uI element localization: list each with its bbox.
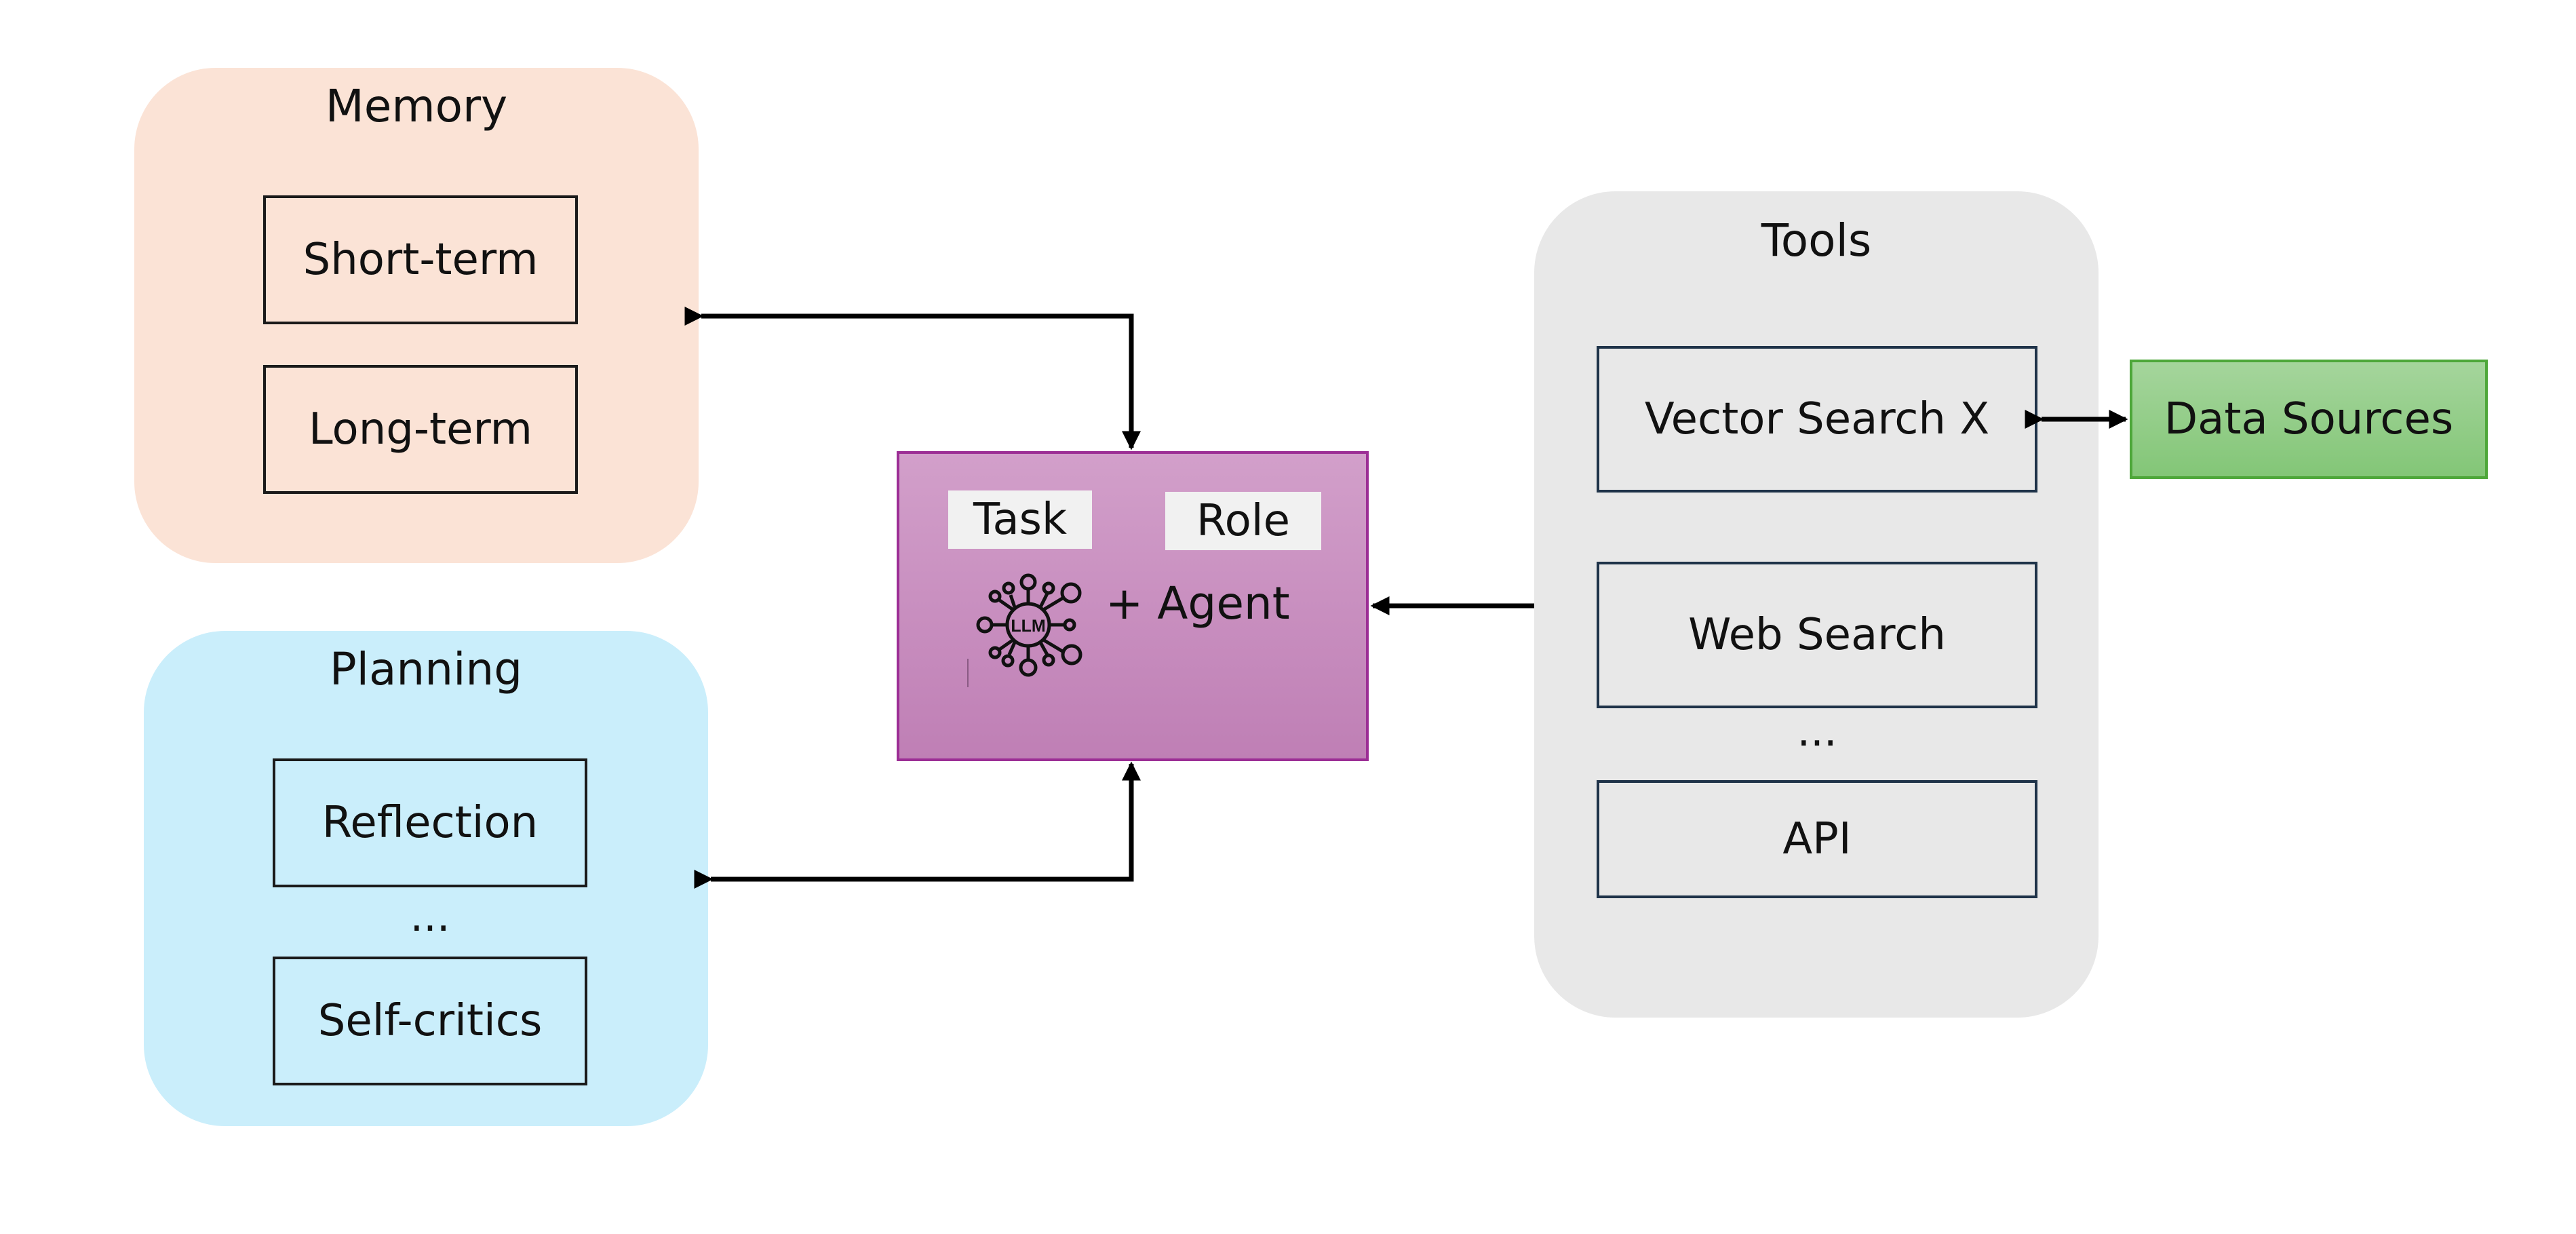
llm-label: LLM xyxy=(1011,617,1045,636)
agent-memory-connector xyxy=(684,307,1141,450)
self-critics-box[interactable]: Self-critics xyxy=(273,957,587,1085)
memory-title: Memory xyxy=(325,80,508,132)
planning-ellipsis: ... xyxy=(410,891,450,941)
web-search-label: Web Search xyxy=(1688,610,1946,660)
agent-planning-connector xyxy=(694,761,1141,889)
vector-search-label: Vector Search X xyxy=(1644,394,1990,444)
llm-network-icon: LLM xyxy=(976,573,1082,677)
data-sources-label: Data Sources xyxy=(2164,394,2454,444)
self-critics-label: Self-critics xyxy=(317,996,543,1046)
tools-ellipsis: ... xyxy=(1797,706,1837,756)
vector-search-box[interactable]: Vector Search X xyxy=(1597,346,2037,493)
cursor-mark xyxy=(967,659,969,687)
web-search-box[interactable]: Web Search xyxy=(1597,562,2037,708)
data-sources-box[interactable]: Data Sources xyxy=(2130,360,2488,479)
short-term-box[interactable]: Short-term xyxy=(263,195,578,324)
planning-panel: Planning Reflection ... Self-critics xyxy=(144,631,708,1126)
tools-title: Tools xyxy=(1761,214,1872,267)
role-tag: Role xyxy=(1165,492,1321,550)
task-tag: Task xyxy=(948,490,1092,549)
api-label: API xyxy=(1782,814,1852,864)
api-box[interactable]: API xyxy=(1597,780,2037,898)
long-term-label: Long-term xyxy=(309,404,532,455)
long-term-box[interactable]: Long-term xyxy=(263,365,578,494)
planning-title: Planning xyxy=(329,643,523,695)
short-term-label: Short-term xyxy=(303,235,539,285)
memory-panel: Memory Short-term Long-term xyxy=(134,68,699,563)
agent-label: + Agent xyxy=(1106,577,1290,630)
agent-box[interactable]: Task Role LLM + Agent xyxy=(897,451,1369,761)
reflection-label: Reflection xyxy=(321,798,539,848)
tools-panel: Tools Vector Search X Web Search ... API xyxy=(1534,191,2099,1018)
reflection-box[interactable]: Reflection xyxy=(273,758,587,887)
